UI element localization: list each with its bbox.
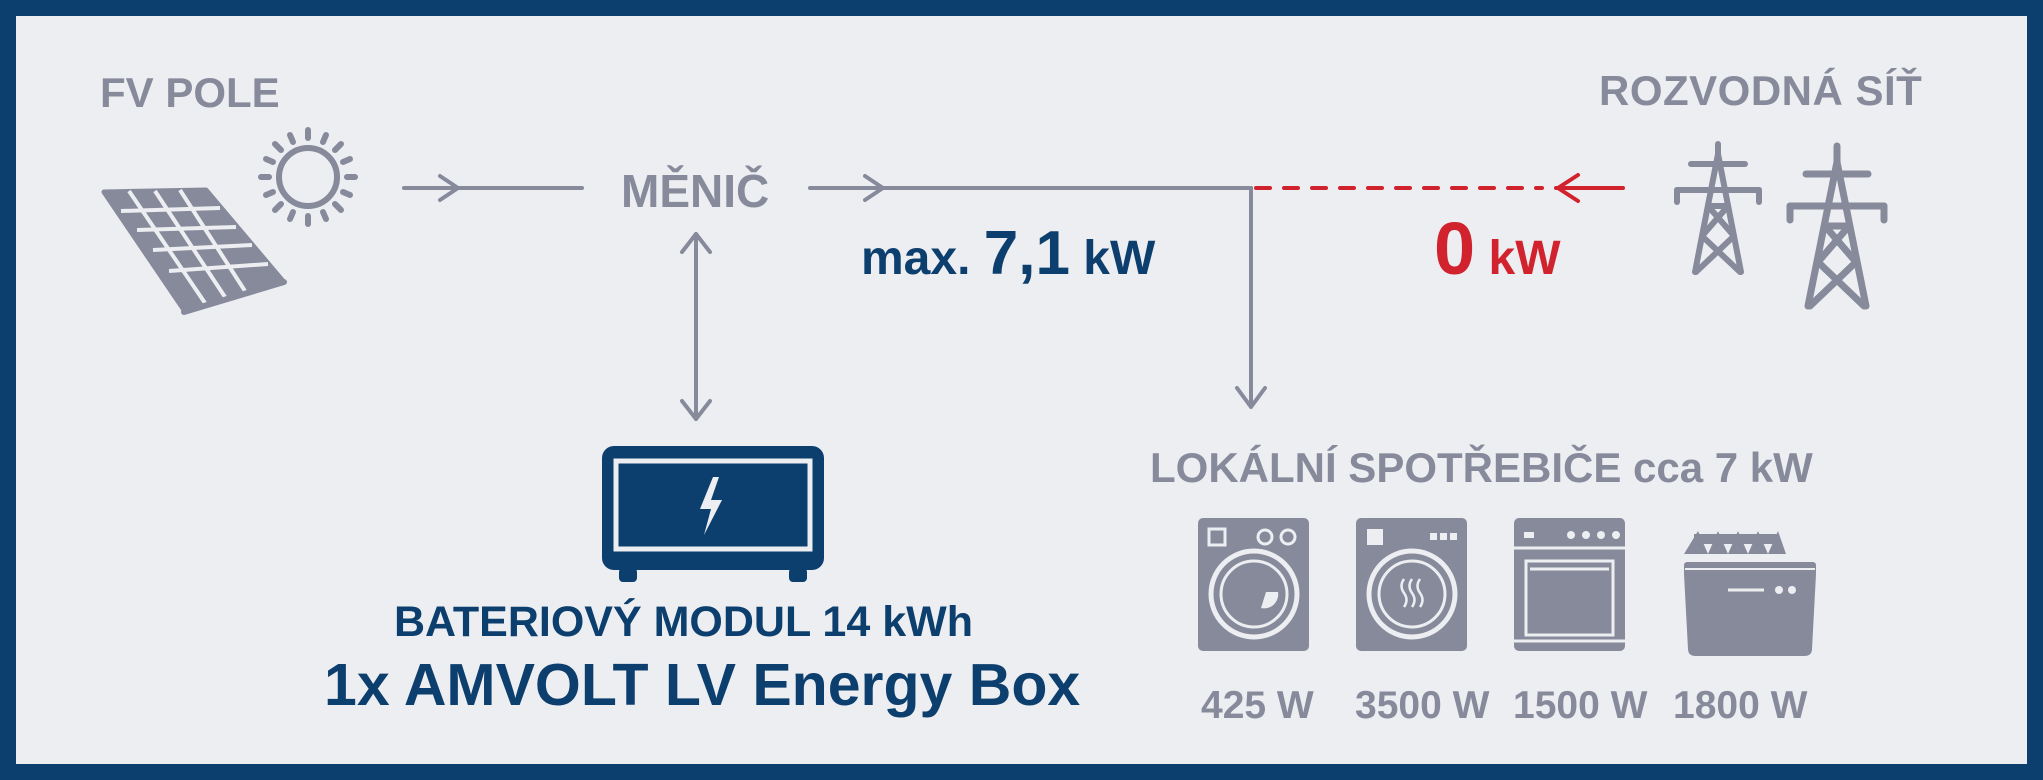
grid-power-value: 0 kW	[1434, 212, 1561, 286]
inverter-label: MĚNIČ	[621, 165, 770, 217]
appliance-power-oven: 1500 W	[1513, 684, 1648, 727]
lightning-icon	[700, 477, 722, 535]
grid-power-number: 0	[1434, 207, 1476, 290]
pv-array-label: FV POLE	[100, 69, 280, 116]
battery-icon	[602, 446, 824, 582]
local-loads-label: LOKÁLNÍ SPOTŘEBIČE cca 7 kW	[1150, 444, 1813, 491]
washing-machine-icon	[1198, 518, 1309, 651]
appliance-power-dishwasher: 1800 W	[1673, 684, 1808, 727]
max-power-value: max. 7,1 kW	[861, 223, 1155, 285]
inverter-output-arrowhead	[863, 174, 885, 202]
oven-icon	[1514, 518, 1625, 651]
max-power-prefix: max.	[861, 232, 971, 285]
battery-module-title: BATERIOVÝ MODUL 14 kWh	[394, 598, 973, 646]
load-drop-arrowhead	[1235, 386, 1267, 409]
power-pylon-icon	[1674, 141, 1762, 275]
diagram-graphics	[101, 127, 1888, 656]
grid-power-unit: kW	[1488, 232, 1561, 285]
grid-flow-arrowhead	[1554, 173, 1580, 203]
battery-model-name: 1x AMVOLT LV Energy Box	[324, 652, 1081, 718]
inverter-battery-arrowhead-down	[680, 399, 712, 421]
dishwasher-icon	[1684, 531, 1816, 656]
dryer-icon	[1356, 518, 1467, 651]
grid-label: ROZVODNÁ SÍŤ	[1599, 67, 1923, 114]
appliance-power-dryer: 3500 W	[1355, 684, 1490, 727]
max-power-number: 7,1	[983, 219, 1070, 288]
inverter-battery-arrowhead-up	[680, 232, 712, 254]
max-power-unit: kW	[1083, 232, 1156, 285]
power-pylon-icon	[1786, 142, 1888, 310]
appliance-power-washing-machine: 425 W	[1201, 684, 1314, 727]
pv-to-inverter-arrowhead	[438, 174, 460, 202]
solar-panel-icon	[101, 187, 287, 315]
sun-icon	[258, 127, 358, 227]
